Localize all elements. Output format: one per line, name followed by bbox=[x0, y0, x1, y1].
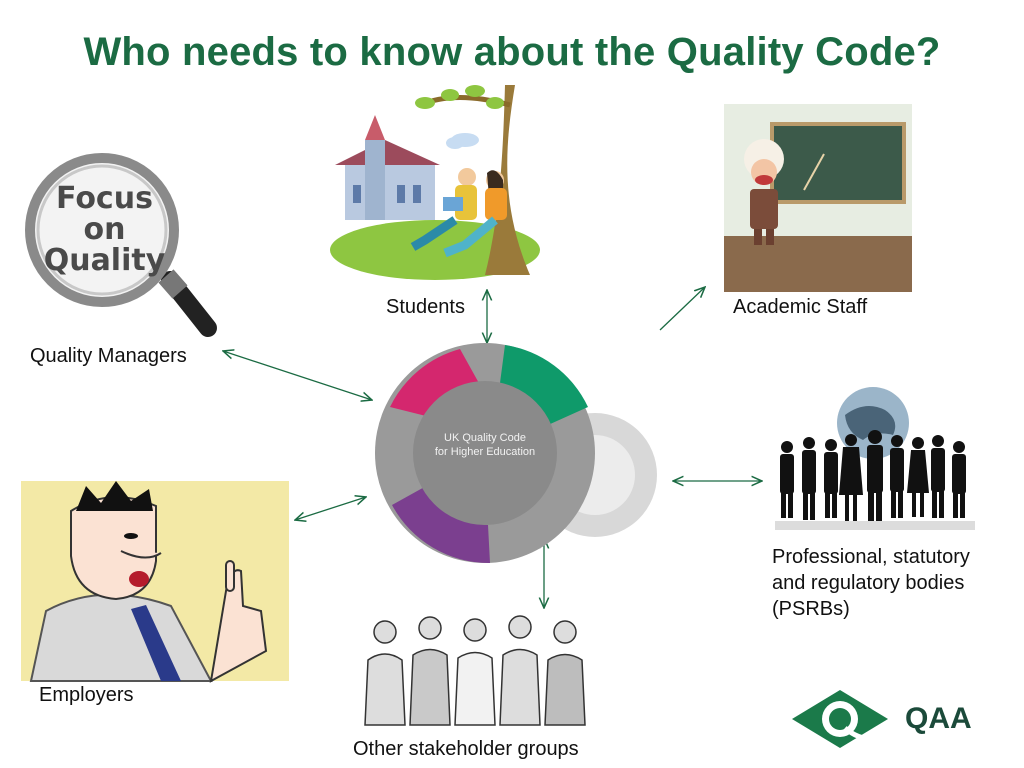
hub-segment-green bbox=[500, 345, 588, 425]
label-academic-staff: Academic Staff bbox=[733, 296, 868, 318]
focus-line-2: on bbox=[83, 212, 126, 247]
hub-line-1: UK Quality Code bbox=[444, 432, 526, 444]
slide-title: Who needs to know about the Quality Code… bbox=[83, 30, 941, 74]
academic-staff-illustration bbox=[724, 104, 912, 292]
silhouette bbox=[780, 441, 794, 518]
hub-center bbox=[413, 381, 557, 525]
focus-on-quality-image: Focus on Quality bbox=[20, 150, 217, 340]
quality-code-hub: UK Quality Code for Higher Education bbox=[370, 335, 665, 564]
arrow-quality-managers bbox=[223, 351, 372, 400]
label-students: Students bbox=[386, 296, 465, 318]
label-employers: Employers bbox=[39, 684, 134, 706]
arrow-employers bbox=[295, 497, 366, 520]
employers-illustration bbox=[21, 481, 289, 683]
focus-line-3: Quality bbox=[43, 243, 166, 278]
hub-segment-magenta bbox=[390, 349, 480, 417]
logo-text: QAA bbox=[905, 702, 972, 735]
arrow-academic-staff bbox=[659, 287, 705, 331]
label-quality-managers: Quality Managers bbox=[30, 345, 187, 367]
psrbs-illustration bbox=[775, 387, 975, 530]
other-stakeholders-illustration bbox=[360, 610, 590, 726]
students-illustration bbox=[330, 85, 540, 280]
label-other-stakeholders: Other stakeholder groups bbox=[353, 738, 579, 760]
hub-line-2: for Higher Education bbox=[434, 446, 536, 458]
qaa-logo: QAA bbox=[790, 688, 990, 750]
label-psrbs: Professional, statutory and regulatory b… bbox=[772, 546, 970, 620]
hub-segment-purple bbox=[392, 485, 490, 564]
focus-line-1: Focus bbox=[56, 181, 153, 216]
